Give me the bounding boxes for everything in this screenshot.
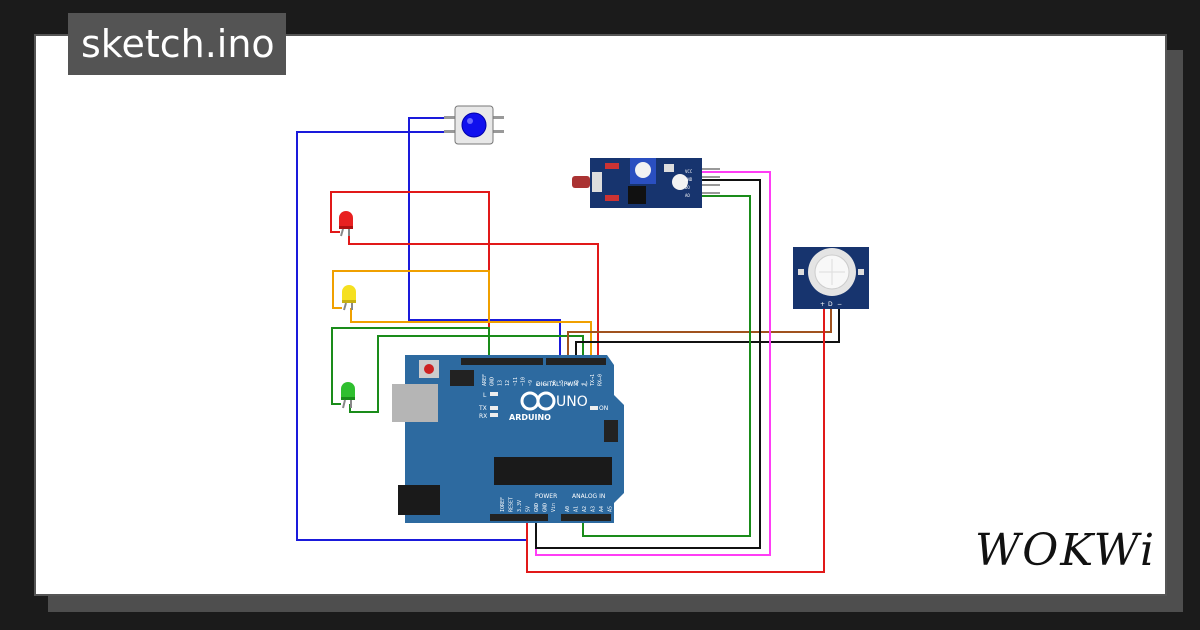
pin-label: GND xyxy=(534,503,540,512)
pin-label: 8 xyxy=(536,383,542,386)
pin-label: Vin xyxy=(551,503,557,512)
pin-label: GND xyxy=(543,503,549,512)
pin-label: A4 xyxy=(599,506,605,512)
pin-label: A0 xyxy=(565,506,571,512)
pin-label: 3.3V xyxy=(517,500,523,512)
ldr-sensor-module[interactable]: VCC GND DO AO xyxy=(572,158,720,208)
pin-label: A1 xyxy=(574,506,580,512)
led-tx-label: TX xyxy=(478,405,487,412)
project-title: sketch.ino xyxy=(68,13,286,75)
pin-label: 2 xyxy=(582,383,588,386)
board-model-label: UNO xyxy=(556,394,588,410)
pin-label: 4 xyxy=(567,383,573,386)
pin-label: 7 xyxy=(544,383,550,386)
green-led[interactable] xyxy=(341,382,355,409)
pin-label: 13 xyxy=(497,380,503,386)
pin-label: A3 xyxy=(591,506,597,512)
power-label: POWER xyxy=(535,493,557,500)
led-rx-label: RX xyxy=(479,413,487,420)
pin-label: AREF xyxy=(482,374,488,386)
pin-label: RX←0 xyxy=(598,374,604,386)
wire-brown-pir[interactable] xyxy=(567,308,832,362)
yellow-led[interactable] xyxy=(342,285,356,311)
wire-green-ldr[interactable] xyxy=(582,195,751,537)
pir-pin-minus: − xyxy=(837,301,842,308)
pir-pin-plus: + xyxy=(820,301,825,308)
pin-label: 5V xyxy=(526,506,532,512)
wire-black-pir[interactable] xyxy=(575,308,840,362)
digital-header-b xyxy=(546,358,606,365)
ldr-pin-ao: AO xyxy=(685,193,690,198)
pin-label: A5 xyxy=(608,506,614,512)
ldr-pin-vcc: VCC xyxy=(685,169,693,174)
pin-label: 12 xyxy=(505,380,511,386)
ldr-pin-do: DO xyxy=(685,185,690,190)
analog-label: ANALOG IN xyxy=(572,493,605,500)
pin-label: ~10 xyxy=(521,377,527,386)
pin-label: ~6 xyxy=(551,380,557,386)
power-jack xyxy=(398,485,440,515)
wokwi-logo: WOKWi xyxy=(975,525,1157,576)
arduino-logo-icon xyxy=(520,391,556,411)
pin-label: ~11 xyxy=(513,377,519,386)
wire-blue-button-to-pin[interactable] xyxy=(408,117,561,362)
pin-label: ~9 xyxy=(528,380,534,386)
pin-label: GND xyxy=(490,377,496,386)
wire-green-led[interactable] xyxy=(331,327,490,405)
digital-header-a xyxy=(461,358,543,365)
power-header xyxy=(490,514,548,521)
pin-label: IOREF xyxy=(500,497,506,512)
wire-red-led[interactable] xyxy=(330,191,490,330)
pin-label: RESET xyxy=(509,497,515,512)
ldr-pin-gnd: GND xyxy=(685,177,693,182)
pir-motion-sensor[interactable]: + D − xyxy=(793,247,869,309)
usb-port xyxy=(392,384,438,422)
pin-label: TX→1 xyxy=(590,374,596,386)
pir-pin-d: D xyxy=(828,301,833,308)
led-on-label: ON xyxy=(599,405,608,412)
atmega-chip xyxy=(494,457,612,485)
digital-label: DIGITAL (PWM ~) xyxy=(536,381,588,388)
pin-label: ~3 xyxy=(574,380,580,386)
wire-red-pir[interactable] xyxy=(526,308,825,573)
push-button[interactable] xyxy=(444,105,504,145)
arduino-uno-board[interactable]: UNO ARDUINO DIGITAL (PWM ~) POWER ANALOG… xyxy=(392,355,624,523)
wire-green-led-anode[interactable] xyxy=(349,335,584,413)
board-name-label: ARDUINO xyxy=(509,413,551,422)
red-led[interactable] xyxy=(339,211,353,237)
pin-label: A2 xyxy=(582,506,588,512)
analog-header xyxy=(561,514,611,521)
pin-label: ~5 xyxy=(559,380,565,386)
wire-orange-led[interactable] xyxy=(332,270,490,322)
wire-red-led-anode[interactable] xyxy=(348,232,599,362)
wire-black-ldr[interactable] xyxy=(535,179,761,549)
led-l-label: L xyxy=(483,392,487,399)
